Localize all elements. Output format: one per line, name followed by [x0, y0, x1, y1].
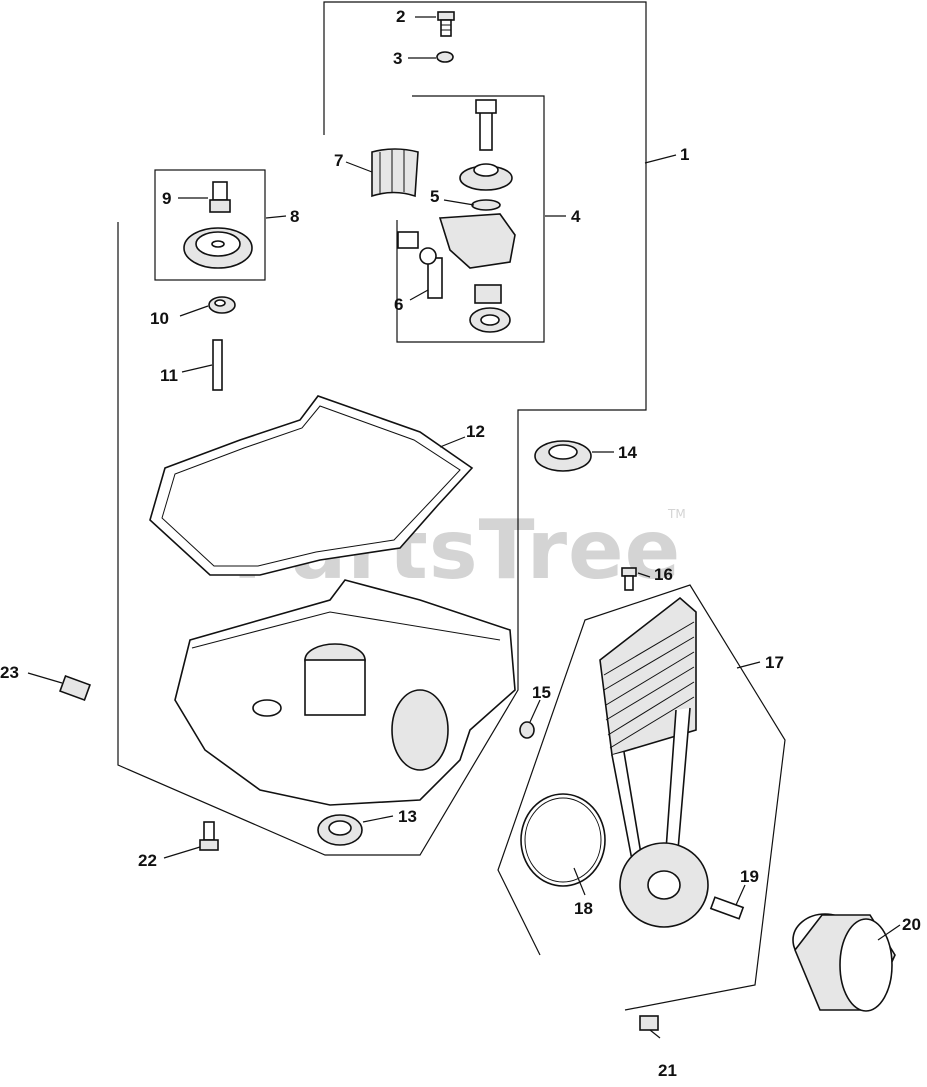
callout-8: 8: [290, 207, 299, 226]
part-oring-18-inner: [524, 797, 602, 883]
callout-12: 12: [466, 422, 485, 441]
callout-22: 22: [138, 851, 157, 870]
callout-23: 23: [0, 663, 19, 682]
part-fitting-19: [709, 896, 745, 920]
group-outline-1: [117, 1, 647, 856]
part-shaft-11: [212, 339, 223, 391]
leader-lines: [27, 16, 901, 1039]
part-seal-14: [534, 440, 592, 472]
callout-13: 13: [398, 807, 417, 826]
part-gear-8: [183, 227, 253, 269]
part-screw-16: [621, 567, 637, 591]
part-nut-21: [639, 1015, 659, 1031]
part-nut-15: [519, 721, 535, 739]
watermark-trademark: TM: [667, 507, 686, 521]
callout-10: 10: [150, 309, 169, 328]
group-outline-17: [497, 584, 786, 1011]
part-washer-5: [471, 199, 501, 211]
part-bolt-2: [437, 11, 455, 37]
callout-16: 16: [654, 565, 673, 584]
callout-4: 4: [571, 207, 581, 226]
part-washer-3: [436, 51, 454, 63]
part-bolt-22: [199, 821, 219, 851]
part-gasket-12: [149, 395, 474, 576]
part-screen-7: [371, 148, 419, 198]
part-oil-filter-20: [792, 913, 896, 1012]
callout-7: 7: [334, 151, 343, 170]
callout-15: 15: [532, 683, 551, 702]
part-pin-9: [209, 181, 231, 213]
callout-3: 3: [393, 49, 402, 68]
part-oil-cooler-17: [599, 596, 709, 928]
part-washer-10: [208, 296, 236, 314]
part-oil-pan: [174, 579, 516, 806]
group-outline-8: [154, 169, 266, 281]
part-plug-23: [59, 675, 91, 701]
callout-11: 11: [160, 366, 178, 385]
part-oring-18: [520, 793, 606, 887]
callout-6: 6: [394, 295, 403, 314]
part-oil-pump-4: [397, 99, 516, 333]
callout-20: 20: [902, 915, 921, 934]
callout-14: 14: [618, 443, 637, 462]
callout-21: 21: [658, 1061, 677, 1080]
callout-2: 2: [396, 7, 405, 26]
part-gasket-12-inner: [161, 405, 461, 567]
group-outline-4: [396, 95, 545, 343]
callout-5: 5: [430, 187, 439, 206]
callout-19: 19: [740, 867, 759, 886]
callout-1: 1: [680, 145, 689, 164]
part-seal-13: [317, 814, 363, 846]
callout-9: 9: [162, 189, 171, 208]
callout-18: 18: [574, 899, 593, 918]
callout-17: 17: [765, 653, 784, 672]
part-pickup-6: [419, 247, 443, 299]
